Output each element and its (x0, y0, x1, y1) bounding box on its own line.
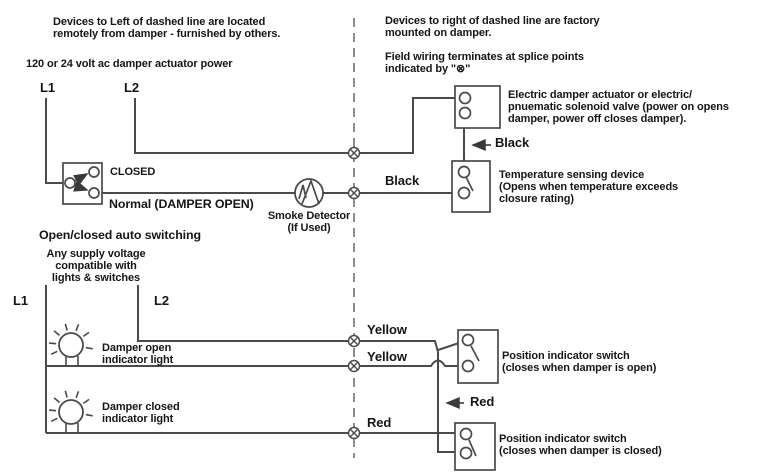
switch-normal-label: Normal (DAMPER OPEN) (109, 197, 254, 211)
closed-lamp-label: Damper closed indicator light (102, 401, 180, 426)
terminal-l2-top: L2 (124, 80, 139, 95)
smoke-detector-label: Smoke Detector (If Used) (267, 210, 351, 235)
temperature-sensor-box (451, 160, 491, 213)
damper-actuator-box (454, 85, 501, 129)
open-lamp-label: Damper open indicator light (102, 342, 174, 367)
auto-switching-note: Open/closed auto switching (39, 228, 201, 242)
splice-point (347, 146, 361, 160)
damper-closed-lamp (49, 390, 93, 433)
splice-point (347, 186, 361, 200)
supply-voltage-note: Any supply voltage compatible with light… (46, 248, 146, 285)
smoke-detector-symbol (294, 178, 324, 208)
actuator-note: Electric damper actuator or electric/ pn… (508, 89, 729, 126)
black-riser-label: Black (495, 135, 530, 150)
black-wire-label: Black (385, 173, 420, 188)
splice-point (347, 334, 361, 348)
yellow-top-label: Yellow (367, 322, 407, 337)
wiring (45, 97, 465, 453)
switch-closed-label: CLOSED (110, 166, 156, 178)
temp-sensor-note: Temperature sensing device (Opens when t… (499, 169, 679, 206)
position-switch-closed-note: Position indicator switch (closes when d… (499, 433, 662, 458)
terminal-l1-top: L1 (40, 80, 55, 95)
position-switch-open-note: Position indicator switch (closes when d… (502, 350, 657, 375)
l1-top-wire (45, 98, 64, 184)
position-switch-closed-box (454, 422, 496, 471)
splice-point (347, 359, 361, 373)
position-switch-open-box (457, 329, 499, 384)
damper-mode-switch (62, 162, 103, 205)
terminal-l2-bottom: L2 (154, 293, 169, 308)
field-wiring-note: Field wiring terminates at splice points… (385, 51, 584, 76)
terminal-l1-bottom: L1 (13, 293, 28, 308)
red-wire-label: Red (367, 415, 392, 430)
right-side-note: Devices to right of dashed line are fact… (385, 15, 600, 40)
left-side-note: Devices to Left of dashed line are locat… (53, 16, 281, 41)
splice-point (347, 426, 361, 440)
yellow-bottom-label: Yellow (367, 349, 407, 364)
yellow-top-and-red-riser (137, 285, 463, 453)
damper-open-lamp (49, 323, 93, 366)
l2-top-wire (134, 97, 459, 154)
power-note: 120 or 24 volt ac damper actuator power (26, 58, 233, 70)
red-riser-label: Red (470, 394, 495, 409)
